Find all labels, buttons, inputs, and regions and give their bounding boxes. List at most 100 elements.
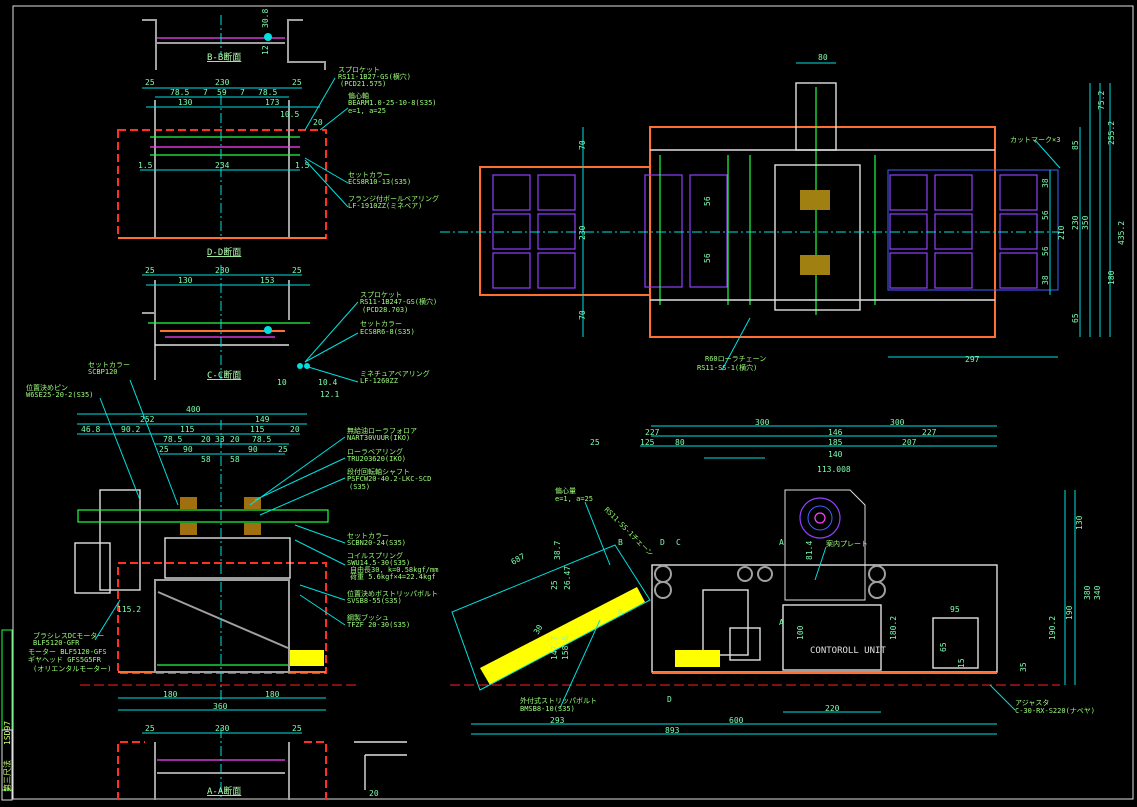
part-callout: BMSB8-10(S35) bbox=[520, 705, 575, 713]
part-callout: W6SE25-20-2(S35) bbox=[26, 391, 93, 399]
dimension-label: 180 bbox=[265, 690, 280, 699]
control-unit-label: CONTOROLL UNIT bbox=[810, 646, 886, 656]
part-callout: 段付回転軸シャフト bbox=[347, 467, 410, 476]
dimension-label: 1.5 bbox=[295, 161, 310, 170]
dimension-label: 293 bbox=[550, 716, 565, 725]
dimension-label: 20 bbox=[290, 425, 300, 434]
section-cc: 25 230 25 130 153 10 10.4 12.1 C-C断面 スプロ… bbox=[142, 265, 437, 399]
drawing-text: B bbox=[618, 608, 623, 617]
drawing-text: D bbox=[660, 538, 665, 547]
dimension-label: 90 bbox=[183, 445, 193, 454]
dimension-label: 90.2 bbox=[121, 425, 140, 434]
dimension-label: 115 bbox=[180, 425, 195, 434]
dimension-label: 26.47 bbox=[563, 566, 572, 590]
dimension-label: 25 bbox=[145, 724, 155, 733]
part-callout: 案内プレート bbox=[826, 539, 868, 548]
part-callout: LF-1910ZZ(ミネベア) bbox=[348, 202, 422, 210]
part-callout: RS11-SS-1(横穴) bbox=[697, 363, 757, 372]
dimension-label: 56 bbox=[1041, 246, 1050, 256]
dimension-label: 7 bbox=[203, 88, 208, 97]
part-callout: BLF5120-GFR bbox=[33, 639, 80, 647]
section-aa: 25 230 25 20 A-A断面 bbox=[117, 724, 407, 800]
dimension-label: 85 bbox=[1071, 140, 1080, 150]
title-block: 第三尺法 1SD97 bbox=[1, 629, 13, 801]
dimension-label: 30.8 bbox=[261, 9, 270, 28]
section-cc-title: C-C断面 bbox=[207, 369, 241, 381]
part-callout: セットカラー bbox=[88, 361, 130, 369]
section-dd-title: D-D断面 bbox=[207, 246, 241, 258]
dimension-label: 33 bbox=[215, 435, 225, 444]
part-callout: 偏心軸 bbox=[348, 91, 369, 100]
dimension-label: 78.5 bbox=[258, 88, 277, 97]
part-callout: スプロケット bbox=[338, 66, 380, 74]
dimension-label: 380 bbox=[1083, 585, 1092, 600]
dimension-label: 893 bbox=[665, 726, 680, 735]
dimension-label: 81.4 bbox=[805, 541, 814, 560]
dimension-label: 20 bbox=[369, 789, 379, 798]
part-callout: ミネチュアベアリング bbox=[360, 369, 430, 378]
part-callout: 無給油ローラフォロア bbox=[347, 426, 417, 435]
drawing-text: A bbox=[779, 538, 784, 547]
dimension-label: 210 bbox=[1057, 225, 1066, 240]
dimension-label: 190 bbox=[1065, 605, 1074, 620]
part-callout: NART30VUUR(IKO) bbox=[347, 434, 410, 442]
dimension-label: 30 bbox=[532, 623, 545, 636]
dimension-label: 180.2 bbox=[889, 616, 898, 640]
dimension-label: 65 bbox=[939, 642, 948, 652]
dimension-label: 185 bbox=[828, 438, 843, 447]
dimension-label: 46.8 bbox=[81, 425, 100, 434]
part-callout: (S35) bbox=[349, 483, 370, 491]
part-callout: 位置決めボストリッパボルト bbox=[347, 589, 438, 598]
dimension-label: 207 bbox=[902, 438, 917, 447]
dimension-label: 340 bbox=[1093, 585, 1102, 600]
dimension-label: 38 bbox=[1041, 178, 1050, 188]
part-callout: ローラベアリング bbox=[347, 447, 403, 456]
part-callout: TFZF 20-30(S35) bbox=[347, 621, 410, 629]
part-callout: LF-1260ZZ bbox=[360, 377, 398, 385]
dimension-label: 75.2 bbox=[1097, 91, 1106, 110]
part-callout: ECS8R10-13(S35) bbox=[348, 178, 411, 186]
drawing-text: 113.008 bbox=[817, 465, 851, 474]
part-callout: ギヤヘッド GFS5G5FR bbox=[28, 656, 102, 664]
part-callout: カットマーク×3 bbox=[1010, 136, 1060, 144]
part-callout: (PCD28.703) bbox=[362, 306, 408, 314]
section-bb: B-B断面 30.8 12 bbox=[142, 9, 326, 70]
dimension-label: 252 bbox=[140, 415, 155, 424]
part-callout: アジャスタ bbox=[1015, 698, 1049, 707]
part-callout: 外付式ストリッパボルト bbox=[520, 696, 597, 705]
drawing-number: 1SD97 bbox=[3, 721, 12, 745]
dimension-label: 230 bbox=[1071, 215, 1080, 230]
dimension-label: 255.2 bbox=[1107, 121, 1116, 145]
dimension-label: 25 bbox=[590, 438, 600, 447]
dimension-label: 115 bbox=[250, 425, 265, 434]
dimension-label: 350 bbox=[1081, 215, 1090, 230]
dimension-label: 12 bbox=[261, 45, 270, 55]
part-callout: セットカラー bbox=[360, 320, 402, 328]
dimension-label: 70 bbox=[578, 140, 587, 150]
title-block-label: 第三尺法 bbox=[2, 760, 12, 792]
dimension-label: 227 bbox=[922, 428, 937, 437]
part-callout: 荷重 5.6kgf×4=22.4kgf bbox=[350, 572, 436, 581]
dimension-label: 12.1 bbox=[320, 390, 339, 399]
part-callout: セットカラー bbox=[347, 532, 389, 540]
dimension-label: 38.7 bbox=[553, 541, 562, 560]
dimension-label: 58 bbox=[201, 455, 211, 464]
section-aa-title: A-A断面 bbox=[207, 785, 241, 797]
part-callout: 鋼製ブッシュ bbox=[347, 613, 389, 622]
part-callout: R60ローラチェーン bbox=[705, 355, 766, 363]
side-view: 300 300 227 146 227 25 125 80 185 207 14… bbox=[450, 418, 1102, 735]
section-dd: 25 230 25 78.5 7 59 7 78.5 130 173 10.5 … bbox=[117, 66, 439, 258]
part-callout: RS11-1B247-GS(横穴) bbox=[360, 297, 437, 306]
dimension-label: 25 bbox=[145, 78, 155, 87]
dimension-label: 100 bbox=[796, 625, 805, 640]
dimension-label: 158.6 bbox=[561, 636, 570, 660]
part-callout: RS11-1B27-GS(横穴) bbox=[338, 72, 411, 81]
dimension-label: 15 bbox=[957, 658, 966, 668]
dimension-label: 25 bbox=[145, 266, 155, 275]
part-callout: SCBN20-24(S35) bbox=[347, 539, 406, 547]
dimension-label: 149 bbox=[255, 415, 270, 424]
dimension-label: 10.4 bbox=[318, 378, 337, 387]
front-view: 400 252 149 46.8 90.2 115 115 20 78.5 20… bbox=[26, 361, 438, 711]
part-callout: ブラシレスDCモーター bbox=[33, 631, 104, 640]
